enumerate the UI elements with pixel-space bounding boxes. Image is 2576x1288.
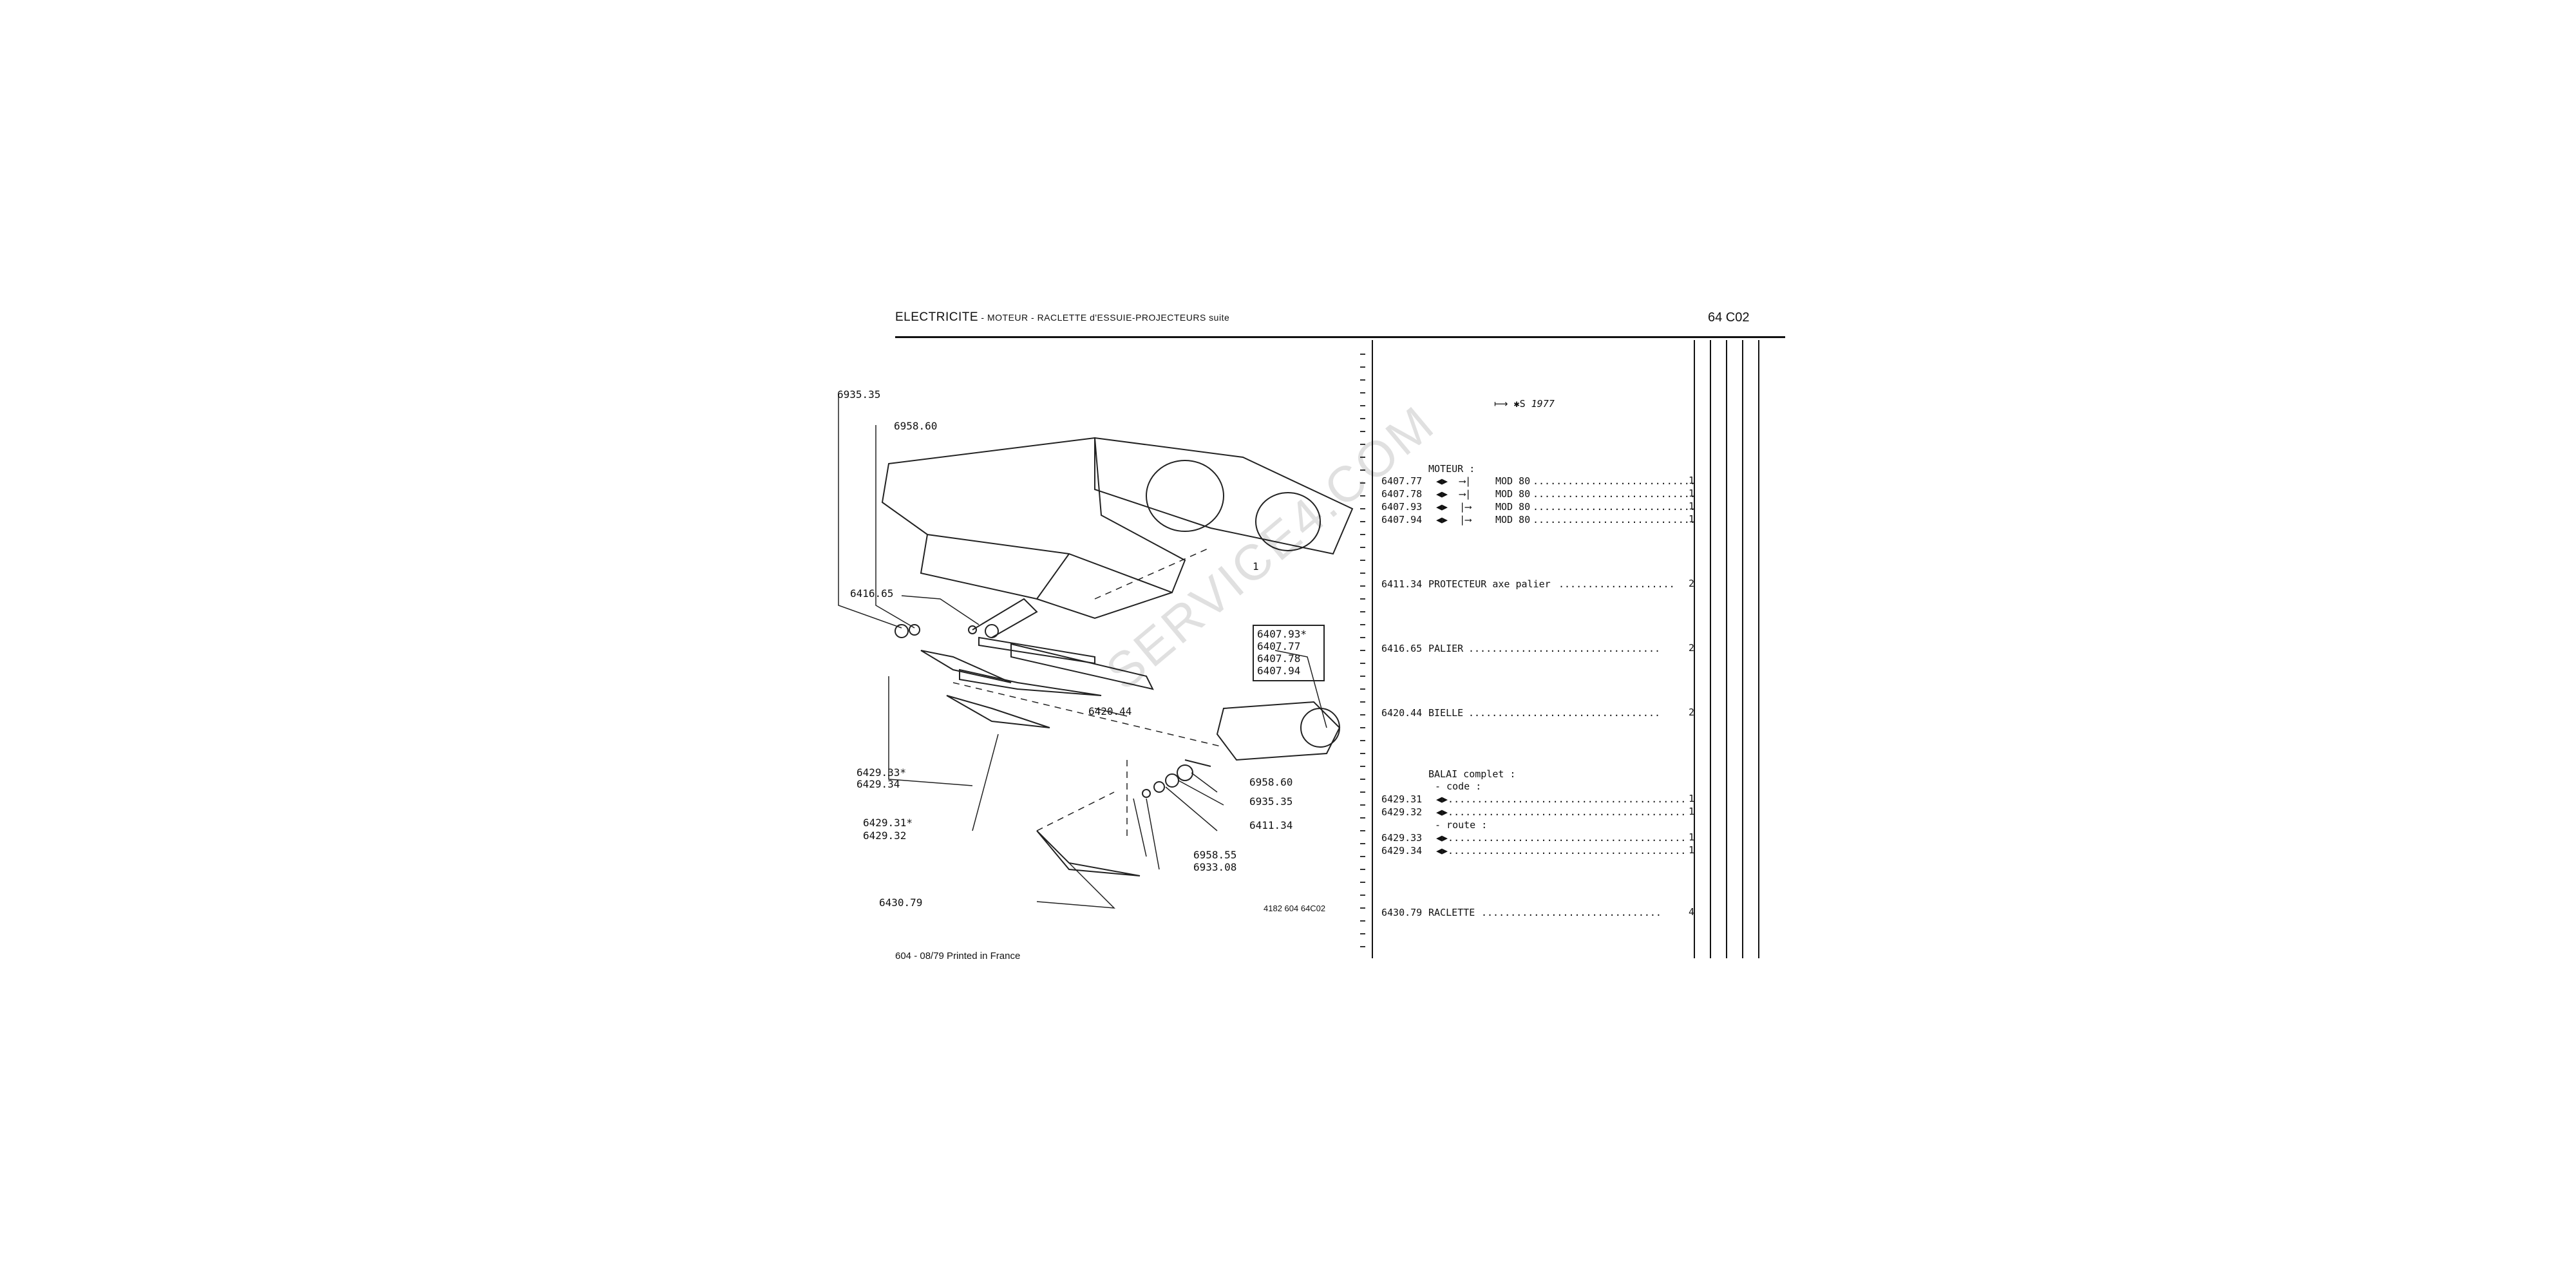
part-dots: ................................. — [1468, 707, 1661, 719]
section-subtitle: - MOTEUR - RACLETTE d'ESSUIE-PROJECTEURS… — [978, 312, 1230, 323]
part-desc-6407-93: MOD 80 — [1495, 501, 1531, 513]
note-year: 1977 — [1531, 398, 1555, 410]
callout-6933-08: 6933.08 — [1193, 861, 1237, 873]
part-ref-6416-65: 6416.65 — [1381, 643, 1423, 654]
callout-6935-35: 6935.35 — [1249, 795, 1293, 808]
qty-column-rule — [1694, 340, 1695, 958]
part-dots: ............................ — [1533, 488, 1696, 500]
part-ref-6429-32: 6429.32 — [1381, 806, 1423, 818]
part-ref-6411-34: 6411.34 — [1381, 578, 1423, 590]
part-desc-6430-79: RACLETTE — [1428, 907, 1475, 918]
page-code: 64 C02 — [1708, 310, 1750, 325]
part-dots: ................................. — [1468, 643, 1661, 654]
part-qty-6429-32: 1 — [1689, 806, 1695, 817]
callout-6407-94: 6407.94 — [1257, 665, 1301, 677]
part-qty-6429-34: 1 — [1689, 844, 1695, 856]
part-symbol: ◀▶ |⟶ — [1436, 501, 1472, 513]
callout-6430-79: 6430.79 — [879, 896, 923, 909]
parts-list-note: ⟼ ✱S 1977 — [1494, 398, 1555, 410]
callout-6407-77: 6407.77 — [1257, 640, 1301, 652]
part-ref-6420-44: 6420.44 — [1381, 707, 1423, 719]
diagram-divider — [1372, 340, 1373, 958]
part-qty-6429-31: 1 — [1689, 793, 1695, 804]
part-dots: ◀▶......................................… — [1436, 832, 1687, 844]
part-qty-6420-44: 2 — [1689, 706, 1695, 718]
exploded-parts-diagram — [838, 394, 1354, 909]
callout-6411-34: 6411.34 — [1249, 819, 1293, 831]
header-rule — [895, 336, 1785, 338]
section-title: ELECTRICITE — [895, 310, 979, 324]
callout-6958-55: 6958.55 — [1193, 849, 1237, 861]
callout-6935-35-top: 6935.35 — [837, 388, 881, 401]
callout-6420-44: 6420.44 — [1088, 705, 1132, 717]
part-ref-6407-93: 6407.93 — [1381, 501, 1423, 513]
part-dots: ◀▶......................................… — [1436, 793, 1687, 805]
illustration-ref-code: 4182 604 64C02 — [1264, 904, 1326, 913]
group-heading-balai: BALAI complet : — [1428, 768, 1516, 780]
callout-group-box — [1253, 625, 1325, 681]
part-qty-6407-77: 1 — [1689, 475, 1695, 486]
column-rule-5 — [1758, 340, 1759, 958]
column-rule-4 — [1742, 340, 1743, 958]
callout-6958-60: 6958.60 — [1249, 776, 1293, 788]
part-desc-6407-94: MOD 80 — [1495, 514, 1531, 526]
callout-6429-31: 6429.31* — [863, 817, 913, 829]
part-ref-6407-77: 6407.77 — [1381, 475, 1423, 487]
part-dots: ............................... — [1481, 907, 1662, 918]
part-qty-6416-65: 2 — [1689, 642, 1695, 654]
page-title: ELECTRICITE - MOTEUR - RACLETTE d'ESSUIE… — [895, 310, 1229, 325]
part-ref-6407-78: 6407.78 — [1381, 488, 1423, 500]
group-heading-moteur: MOTEUR : — [1428, 463, 1475, 475]
part-desc-6407-77: MOD 80 — [1495, 475, 1531, 487]
part-symbol: ◀▶ ⟶| — [1436, 488, 1472, 500]
part-desc-6416-65: PALIER — [1428, 643, 1464, 654]
callout-6416-65: 6416.65 — [850, 587, 894, 600]
part-ref-6429-34: 6429.34 — [1381, 845, 1423, 857]
part-desc-6420-44: BIELLE — [1428, 707, 1464, 719]
part-dots: ............................ — [1533, 475, 1696, 487]
part-dots: .................... — [1558, 578, 1675, 590]
part-qty-6407-94: 1 — [1689, 513, 1695, 525]
part-ref-6430-79: 6430.79 — [1381, 907, 1423, 918]
part-dots: ◀▶......................................… — [1436, 845, 1687, 857]
part-qty-6407-78: 1 — [1689, 488, 1695, 499]
part-dots: ............................ — [1533, 501, 1696, 513]
callout-6958-60-top: 6958.60 — [894, 420, 938, 432]
part-desc-6411-34: PROTECTEUR axe palier — [1428, 578, 1551, 590]
part-qty-6429-33: 1 — [1689, 831, 1695, 843]
callout-6407-78: 6407.78 — [1257, 652, 1301, 665]
callout-6429-33: 6429.33* — [857, 766, 907, 779]
callout-6429-32: 6429.32 — [863, 829, 907, 842]
part-qty-6407-93: 1 — [1689, 500, 1695, 512]
part-dots: ◀▶......................................… — [1436, 806, 1687, 818]
part-ref-6429-31: 6429.31 — [1381, 793, 1423, 805]
callout-6407-93: 6407.93* — [1257, 628, 1307, 640]
callout-6429-34: 6429.34 — [857, 778, 900, 790]
part-qty-6411-34: 2 — [1689, 578, 1695, 589]
column-rule-2 — [1710, 340, 1711, 958]
callout-label-1: 1 — [1253, 560, 1259, 573]
subgroup-route: - route : — [1435, 819, 1488, 831]
page-footer: 604 - 08/79 Printed in France — [895, 951, 1021, 961]
part-qty-6430-79: 4 — [1689, 906, 1695, 918]
part-symbol: ◀▶ ⟶| — [1436, 475, 1472, 487]
subgroup-code: - code : — [1435, 781, 1482, 792]
part-ref-6429-33: 6429.33 — [1381, 832, 1423, 844]
column-rule-3 — [1726, 340, 1727, 958]
part-ref-6407-94: 6407.94 — [1381, 514, 1423, 526]
part-dots: ............................ — [1533, 514, 1696, 526]
part-symbol: ◀▶ |⟶ — [1436, 514, 1472, 526]
ruler-ticks — [1360, 354, 1365, 947]
part-desc-6407-78: MOD 80 — [1495, 488, 1531, 500]
